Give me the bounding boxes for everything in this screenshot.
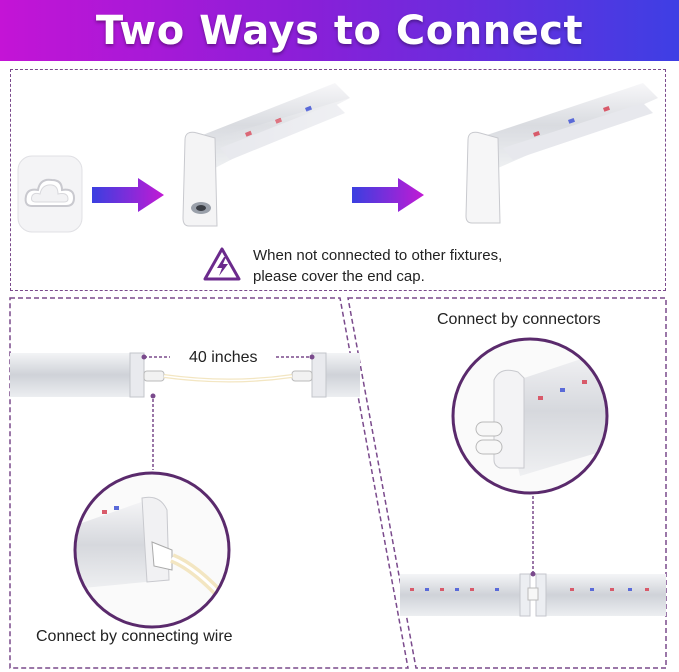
wire-connection-image (10, 352, 360, 398)
connected-fixtures-image (400, 573, 666, 617)
title-banner: Two Ways to Connect (0, 0, 679, 61)
note-line-2: please cover the end cap. (253, 268, 425, 285)
end-cap-note: When not connected to other fixtures, pl… (253, 245, 502, 287)
fixture-capped-end-image (465, 83, 658, 224)
fixture-open-end-image (182, 83, 350, 227)
wire-plug-closeup-image (73, 471, 231, 629)
connectors-caption: Connect by connectors (437, 311, 601, 328)
distance-label: 40 inches (189, 349, 258, 366)
leader-line-left (150, 393, 156, 470)
connecting-wire-caption: Connect by connecting wire (36, 628, 233, 645)
arrow-right-icon (92, 178, 164, 212)
arrow-right-icon (352, 178, 424, 212)
top-panel (10, 69, 666, 291)
lightning-warning-icon (203, 247, 241, 281)
connector-closeup-image (451, 337, 609, 495)
end-cap-image (17, 155, 83, 233)
page-title: Two Ways to Connect (95, 7, 584, 54)
note-line-1: When not connected to other fixtures, (253, 247, 503, 264)
leader-line-right (530, 496, 536, 577)
